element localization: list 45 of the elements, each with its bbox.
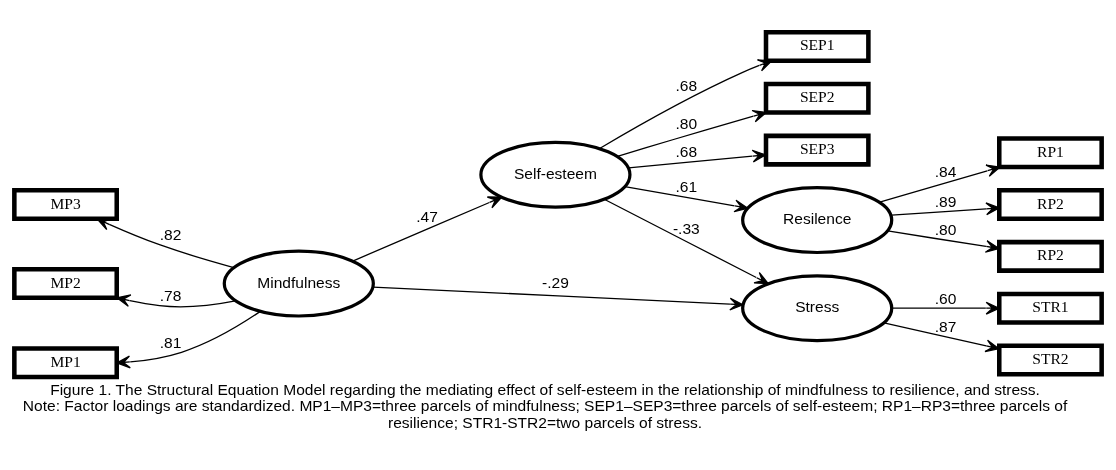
- arrow: [352, 196, 503, 262]
- edge-label: .80: [675, 114, 698, 132]
- edge-label: .68: [675, 143, 698, 161]
- edge-label: .87: [934, 318, 957, 336]
- arrow: [879, 164, 1001, 203]
- arrow: [116, 310, 262, 369]
- edge-label: .80: [934, 221, 957, 239]
- arrow: [372, 286, 744, 311]
- edge-label: .78: [159, 287, 182, 305]
- arrow: [887, 230, 1000, 253]
- arrow: [116, 294, 237, 308]
- edge-label: .61: [675, 178, 698, 196]
- node-box: SEP2: [763, 81, 871, 115]
- node-box: MP2: [12, 267, 119, 301]
- edge-label: -.29: [542, 274, 569, 292]
- node-box: MP3: [12, 188, 119, 222]
- arrow: [883, 322, 1000, 353]
- edge-label: .47: [416, 208, 438, 226]
- arrow: [890, 202, 1000, 216]
- node-box: MP1: [12, 346, 119, 380]
- node-box: SEP1: [763, 29, 871, 63]
- edge-label: .68: [675, 77, 698, 95]
- arrow: [616, 109, 767, 157]
- node-box: RP2: [997, 239, 1104, 273]
- edge-label: -.33: [672, 219, 700, 237]
- edge-label: .81: [159, 333, 182, 351]
- edge-label: .60: [934, 289, 957, 307]
- node-ellipse: Mindfulness: [222, 249, 375, 318]
- node-box: STR2: [997, 343, 1104, 377]
- node-ellipse: Resilence: [741, 186, 894, 255]
- caption: Figure 1. The Structural Equation Model regarding the mediating effect of self-esteem in the relationship of mindfulness to resilience, and stress. Note: Factor loadings are standardized. MP1–MP3=three parcels of mindfulness; SEP1–SEP3=three parcels of self-esteem; RP1–RP3=three parcels of resilience; STR1-STR2=two parcels of stress.: [22, 380, 1068, 432]
- node-box: SEP3: [763, 133, 871, 167]
- node-ellipse: Stress: [741, 274, 894, 343]
- arrow: [891, 301, 1000, 315]
- node-box: RP2: [997, 188, 1104, 222]
- arrow: [627, 149, 767, 169]
- arrow: [624, 186, 749, 213]
- node-box: STR1: [997, 291, 1104, 325]
- arrow: [599, 59, 773, 150]
- edge-label: .89: [934, 192, 957, 210]
- edge-label: .84: [934, 162, 957, 180]
- arrow: [603, 198, 769, 285]
- node-box: RP1: [997, 136, 1104, 170]
- arrow: [96, 218, 235, 269]
- edge-label: .82: [159, 226, 182, 244]
